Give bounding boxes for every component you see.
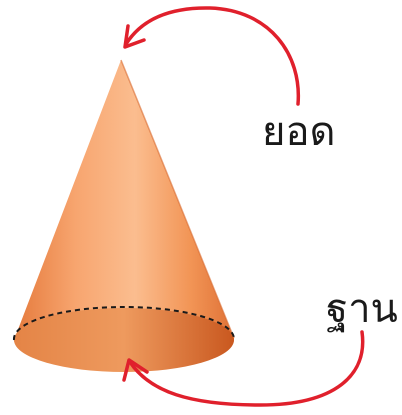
apex-arrow — [124, 6, 301, 106]
base-arrow — [128, 330, 365, 407]
cone-base — [14, 308, 234, 372]
base-arrowhead-icon — [122, 358, 149, 382]
apex-label: ยอด — [262, 109, 336, 155]
cone-right-edge-shade — [120, 59, 235, 339]
cone-body — [14, 60, 235, 372]
base-dashed-edge — [12, 306, 235, 341]
base-label: ฐาน — [326, 286, 398, 332]
apex-arrowhead-icon — [123, 24, 146, 49]
